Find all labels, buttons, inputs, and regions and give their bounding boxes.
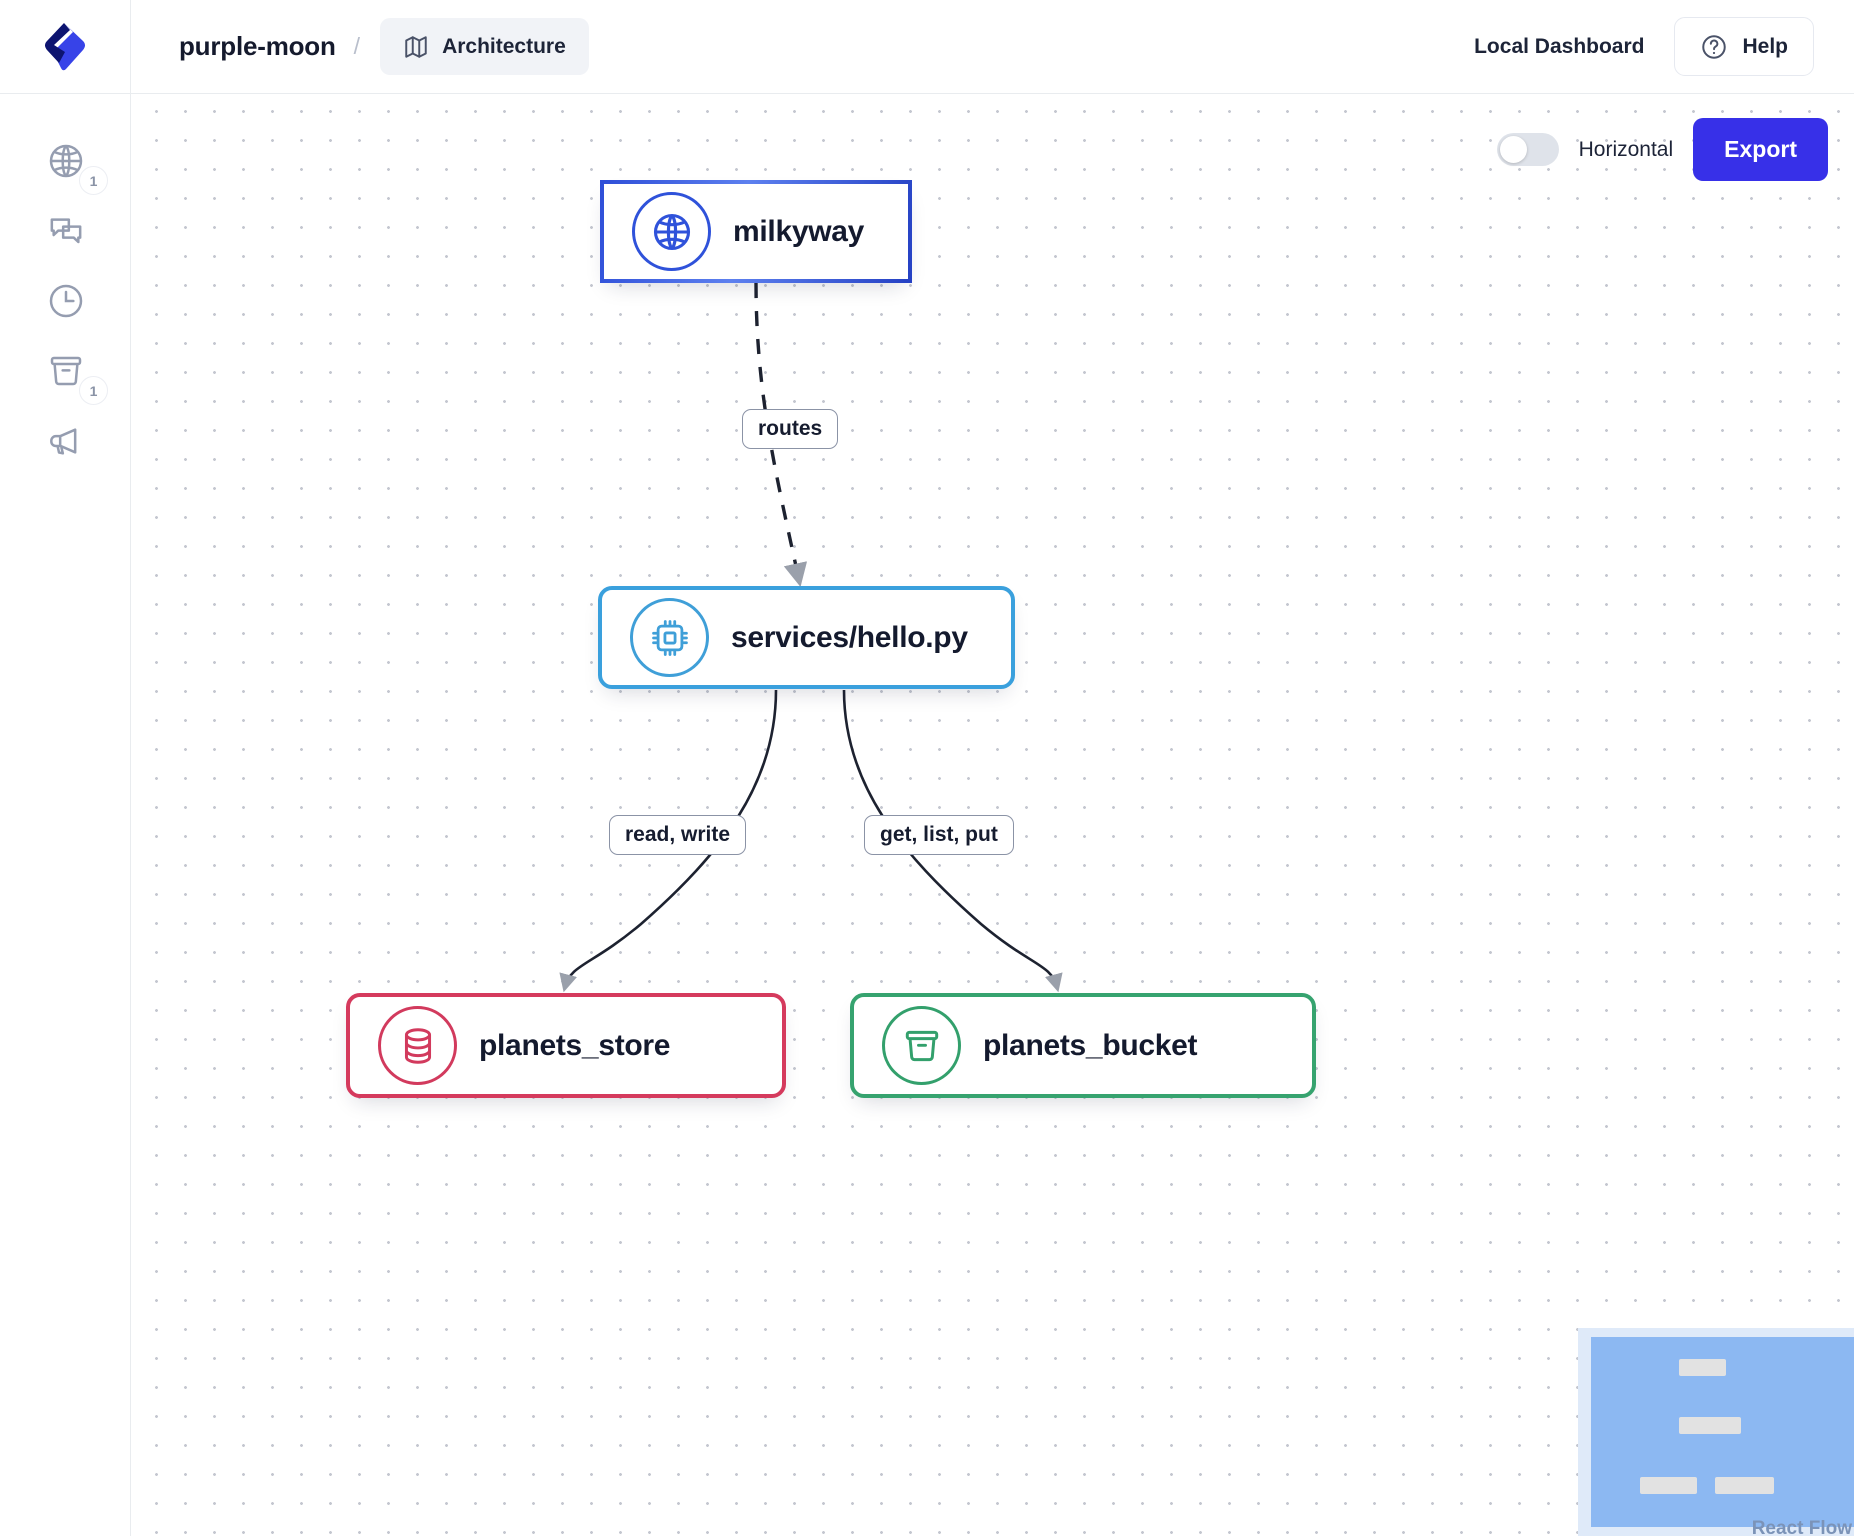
top-bar: purple-moon / Architecture Local Dashboa… bbox=[0, 0, 1854, 94]
minimap-node bbox=[1679, 1417, 1741, 1434]
sidebar-item-topics[interactable] bbox=[0, 406, 131, 476]
orientation-toggle-knob bbox=[1499, 136, 1527, 163]
node-milkyway[interactable]: milkyway bbox=[600, 180, 912, 283]
sidebar-item-endpoints[interactable]: 1 bbox=[0, 126, 131, 196]
tab-architecture[interactable]: Architecture bbox=[380, 18, 589, 75]
node-service-icon-circle bbox=[630, 598, 709, 677]
edge-label-routes[interactable]: routes bbox=[742, 409, 839, 449]
breadcrumb-separator: / bbox=[353, 33, 361, 59]
orientation-toggle-label: Horizontal bbox=[1578, 137, 1674, 161]
top-bar-right: Local Dashboard Help bbox=[1474, 17, 1854, 76]
bucket-icon bbox=[50, 356, 81, 386]
architecture-canvas[interactable]: Horizontal Export milkyway bbox=[131, 94, 1854, 1536]
app-logo-icon bbox=[45, 22, 85, 70]
megaphone-icon bbox=[49, 428, 76, 455]
node-milkyway-label: milkyway bbox=[733, 214, 865, 248]
edge-label-get-list-put[interactable]: get, list, put bbox=[864, 815, 1014, 855]
node-bucket-icon-circle bbox=[882, 1006, 961, 1085]
minimap[interactable] bbox=[1578, 1328, 1854, 1536]
node-milkyway-icon-circle bbox=[632, 192, 711, 271]
minimap-node bbox=[1679, 1359, 1726, 1376]
orientation-toggle[interactable] bbox=[1496, 133, 1559, 166]
bucket-icon bbox=[905, 1030, 938, 1061]
sidebar-item-schedules[interactable] bbox=[0, 266, 131, 336]
node-planets-bucket[interactable]: planets_bucket bbox=[850, 993, 1316, 1098]
chat-icon bbox=[50, 218, 81, 244]
local-dashboard-label: Local Dashboard bbox=[1474, 34, 1645, 58]
node-store-label: planets_store bbox=[479, 1028, 671, 1062]
cpu-icon bbox=[651, 619, 688, 656]
node-bucket-label: planets_bucket bbox=[983, 1028, 1198, 1062]
help-button[interactable]: Help bbox=[1674, 17, 1814, 76]
clock-icon bbox=[49, 284, 82, 318]
sidebar-badge-buckets: 1 bbox=[79, 376, 108, 405]
sidebar: 1 1 bbox=[0, 94, 131, 1536]
globe-icon bbox=[653, 213, 690, 250]
react-flow-attribution[interactable]: React Flow bbox=[1751, 1518, 1852, 1536]
node-services-hello-py[interactable]: services/hello.py bbox=[598, 586, 1015, 689]
sidebar-badge-endpoints: 1 bbox=[79, 166, 108, 195]
minimap-node bbox=[1640, 1477, 1697, 1494]
question-circle-icon bbox=[1702, 34, 1727, 59]
globe-icon bbox=[49, 144, 82, 178]
sidebar-item-messages[interactable] bbox=[0, 196, 131, 266]
edge-label-read-write[interactable]: read, write bbox=[609, 815, 747, 855]
node-store-icon-circle bbox=[378, 1006, 457, 1085]
node-service-label: services/hello.py bbox=[731, 620, 968, 654]
help-button-label: Help bbox=[1742, 34, 1788, 58]
map-icon bbox=[405, 35, 427, 58]
export-button[interactable]: Export bbox=[1693, 118, 1828, 181]
sidebar-item-buckets[interactable]: 1 bbox=[0, 336, 131, 406]
page-title: purple-moon bbox=[179, 31, 336, 61]
minimap-node bbox=[1715, 1477, 1774, 1494]
app-logo[interactable] bbox=[0, 0, 131, 93]
tab-architecture-label: Architecture bbox=[442, 34, 566, 58]
canvas-controls: Horizontal Export bbox=[1496, 118, 1828, 181]
node-planets-store[interactable]: planets_store bbox=[346, 993, 786, 1098]
database-icon bbox=[404, 1027, 431, 1064]
